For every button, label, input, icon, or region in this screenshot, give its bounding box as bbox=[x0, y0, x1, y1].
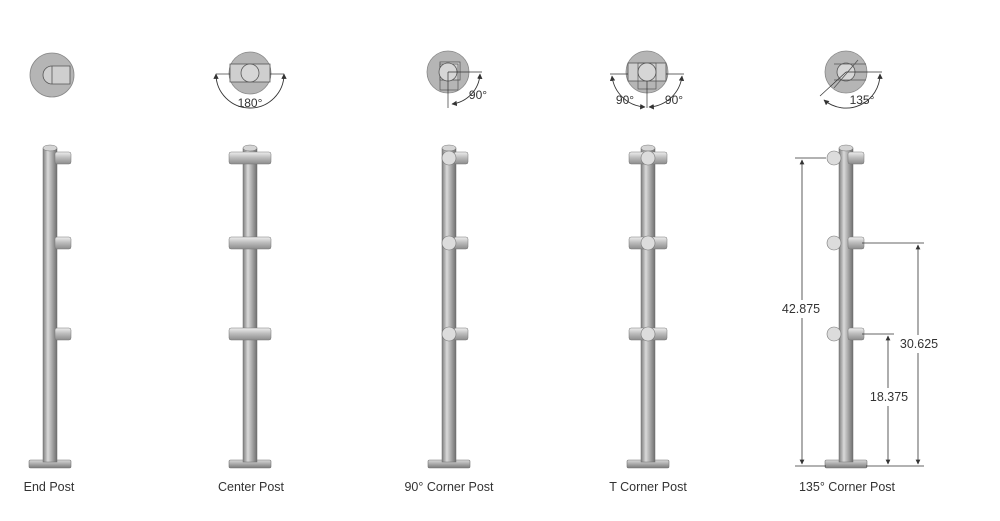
t-corner-post-fitting-2-front bbox=[640, 235, 656, 251]
t-corner-post-top-view: 90° 90° bbox=[609, 50, 685, 110]
center-post-fitting-3 bbox=[228, 327, 272, 341]
end-post-tube bbox=[42, 147, 58, 463]
corner90-post-fitting-2-front bbox=[441, 235, 457, 251]
corner135-post-drawing bbox=[824, 144, 868, 469]
corner135-post-fitting-2 bbox=[847, 236, 865, 250]
end-post-top-view bbox=[29, 52, 75, 98]
dimension-total-height: 42.875 bbox=[782, 302, 820, 316]
end-post-drawing bbox=[28, 144, 72, 469]
t-corner-post-drawing bbox=[626, 144, 670, 469]
corner135-post-fitting-3-angled bbox=[826, 326, 842, 342]
center-post-tube bbox=[242, 147, 258, 463]
end-post-cap bbox=[42, 144, 58, 152]
t-corner-post-label: T Corner Post bbox=[609, 480, 687, 494]
end-post-fitting-3 bbox=[54, 327, 72, 341]
corner135-post-top-view: 135° bbox=[819, 50, 883, 109]
center-angle-label: 180° bbox=[238, 96, 263, 110]
corner135-post-cap bbox=[838, 144, 854, 152]
end-post-label: End Post bbox=[23, 480, 75, 494]
center-post-cap bbox=[242, 144, 258, 152]
center-post-top-view: 180° bbox=[213, 51, 287, 110]
corner90-angle-label: 90° bbox=[469, 88, 487, 102]
end-post-fitting-1 bbox=[54, 151, 72, 165]
corner135-post-fitting-3 bbox=[847, 327, 865, 341]
corner90-post-tube bbox=[441, 147, 457, 463]
end-post-fitting-2 bbox=[54, 236, 72, 250]
corner90-post-top-view: 90° bbox=[426, 50, 487, 108]
corner90-post-label: 90° Corner Post bbox=[404, 480, 494, 494]
corner90-post-cap bbox=[441, 144, 457, 152]
corner135-post-fitting-2-angled bbox=[826, 235, 842, 251]
corner135-post-tube bbox=[838, 147, 854, 463]
corner135-post-fitting-1-angled bbox=[826, 150, 842, 166]
center-post-label: Center Post bbox=[217, 480, 285, 494]
corner90-post-fitting-1-front bbox=[441, 150, 457, 166]
t-corner-post-fitting-1-front bbox=[640, 150, 656, 166]
corner90-post-drawing bbox=[427, 144, 471, 469]
corner135-angle-label: 135° bbox=[850, 93, 875, 107]
t-corner-post-fitting-3-front bbox=[640, 326, 656, 342]
dimension-lower-fitting: 18.375 bbox=[870, 390, 908, 404]
center-post-drawing bbox=[228, 144, 272, 469]
t-corner-post-tube bbox=[640, 147, 656, 463]
center-post-fitting-2 bbox=[228, 236, 272, 250]
dimension-upper-fitting: 30.625 bbox=[900, 337, 938, 351]
t-right-angle-label: 90° bbox=[665, 93, 683, 107]
corner135-post-fitting-1 bbox=[847, 151, 865, 165]
t-corner-post-cap bbox=[640, 144, 656, 152]
t-left-angle-label: 90° bbox=[616, 93, 634, 107]
posts-group bbox=[28, 144, 868, 469]
center-post-fitting-1 bbox=[228, 151, 272, 165]
corner135-post-label: 135° Corner Post bbox=[798, 480, 896, 494]
corner90-post-fitting-3-front bbox=[441, 326, 457, 342]
